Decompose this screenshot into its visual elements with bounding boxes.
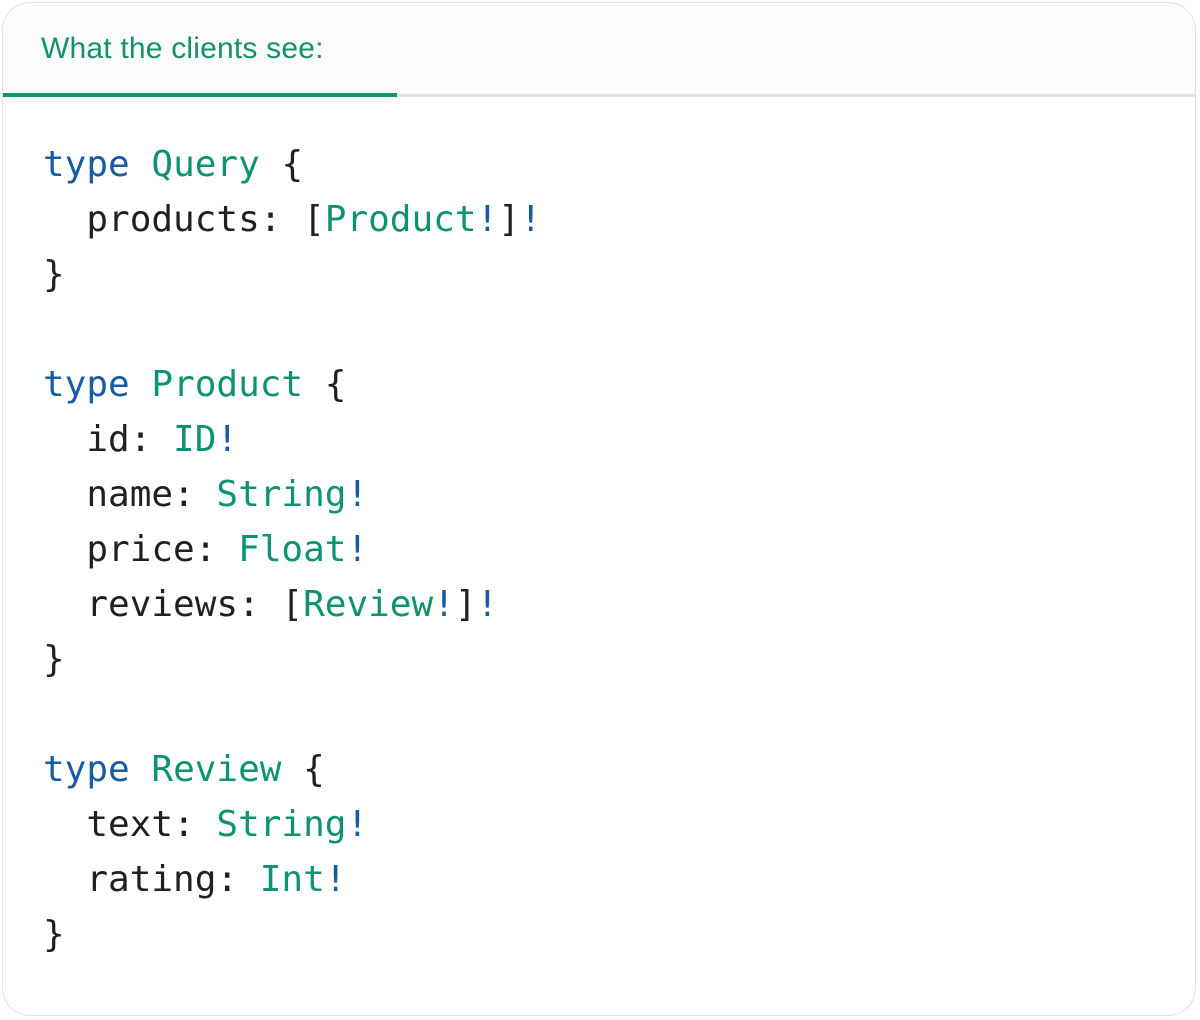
code-line: } (43, 632, 1155, 687)
code-token-plain: } (43, 254, 65, 295)
tab-label: What the clients see: (41, 31, 324, 65)
code-line: type Review { (43, 742, 1155, 797)
code-token-bang: ! (216, 419, 239, 460)
code-token-kw: type (43, 144, 130, 185)
code-token-bang: ! (476, 584, 499, 625)
code-line: type Product { (43, 357, 1155, 412)
code-token-type: Product (324, 199, 477, 240)
code-line: products: [Product!]! (43, 192, 1155, 247)
code-token-type: Query (151, 144, 260, 185)
code-token-plain: price: (43, 529, 239, 570)
code-token-plain (130, 364, 152, 405)
code-line: rating: Int! (43, 852, 1155, 907)
code-line (43, 302, 1155, 357)
tab-bar: What the clients see: (3, 3, 1195, 97)
code-token-plain: id: (43, 419, 174, 460)
code-token-type: String (216, 474, 347, 515)
code-line: price: Float! (43, 522, 1155, 577)
code-token-bang: ! (346, 529, 369, 570)
code-token-plain: { (303, 364, 347, 405)
code-token-type: Review (151, 749, 282, 790)
code-token-bang: ! (346, 474, 369, 515)
code-line: type Query { (43, 137, 1155, 192)
code-line: reviews: [Review!]! (43, 577, 1155, 632)
code-token-plain: text: (43, 804, 217, 845)
code-token-bang: ! (324, 859, 347, 900)
code-token-type: Int (259, 859, 325, 900)
code-token-plain: reviews: (43, 584, 282, 625)
code-line: } (43, 247, 1155, 302)
code-token-plain: rating: (43, 859, 260, 900)
code-token-kw: type (43, 749, 130, 790)
code-line (43, 687, 1155, 742)
code-token-punct: [ (303, 199, 325, 240)
code-token-bang: ! (346, 804, 369, 845)
code-line: } (43, 907, 1155, 962)
code-line: id: ID! (43, 412, 1155, 467)
code-line: text: String! (43, 797, 1155, 852)
code-token-type: Float (238, 529, 347, 570)
code-token-type: ID (173, 419, 217, 460)
code-token-type: Product (151, 364, 304, 405)
code-token-type: Review (303, 584, 434, 625)
code-token-bang: ! (433, 584, 455, 625)
code-token-punct: ] (498, 199, 520, 240)
tab-what-clients-see[interactable]: What the clients see: (3, 3, 324, 94)
code-token-punct: [ (281, 584, 304, 625)
code-token-plain: { (281, 749, 325, 790)
code-token-punct: ] (454, 584, 477, 625)
code-token-plain (130, 749, 152, 790)
active-tab-indicator (3, 93, 397, 97)
code-token-bang: ! (519, 199, 542, 240)
code-token-plain: } (43, 914, 65, 955)
code-token-plain (130, 144, 152, 185)
code-token-plain: } (43, 639, 65, 680)
code-token-type: String (216, 804, 347, 845)
code-token-plain: { (259, 144, 304, 185)
code-token-bang: ! (476, 199, 499, 240)
code-token-plain: products: (43, 199, 304, 240)
code-token-kw: type (43, 364, 130, 405)
code-block: type Query { products: [Product!]!} type… (3, 97, 1195, 962)
code-token-plain: name: (43, 474, 217, 515)
code-line: name: String! (43, 467, 1155, 522)
